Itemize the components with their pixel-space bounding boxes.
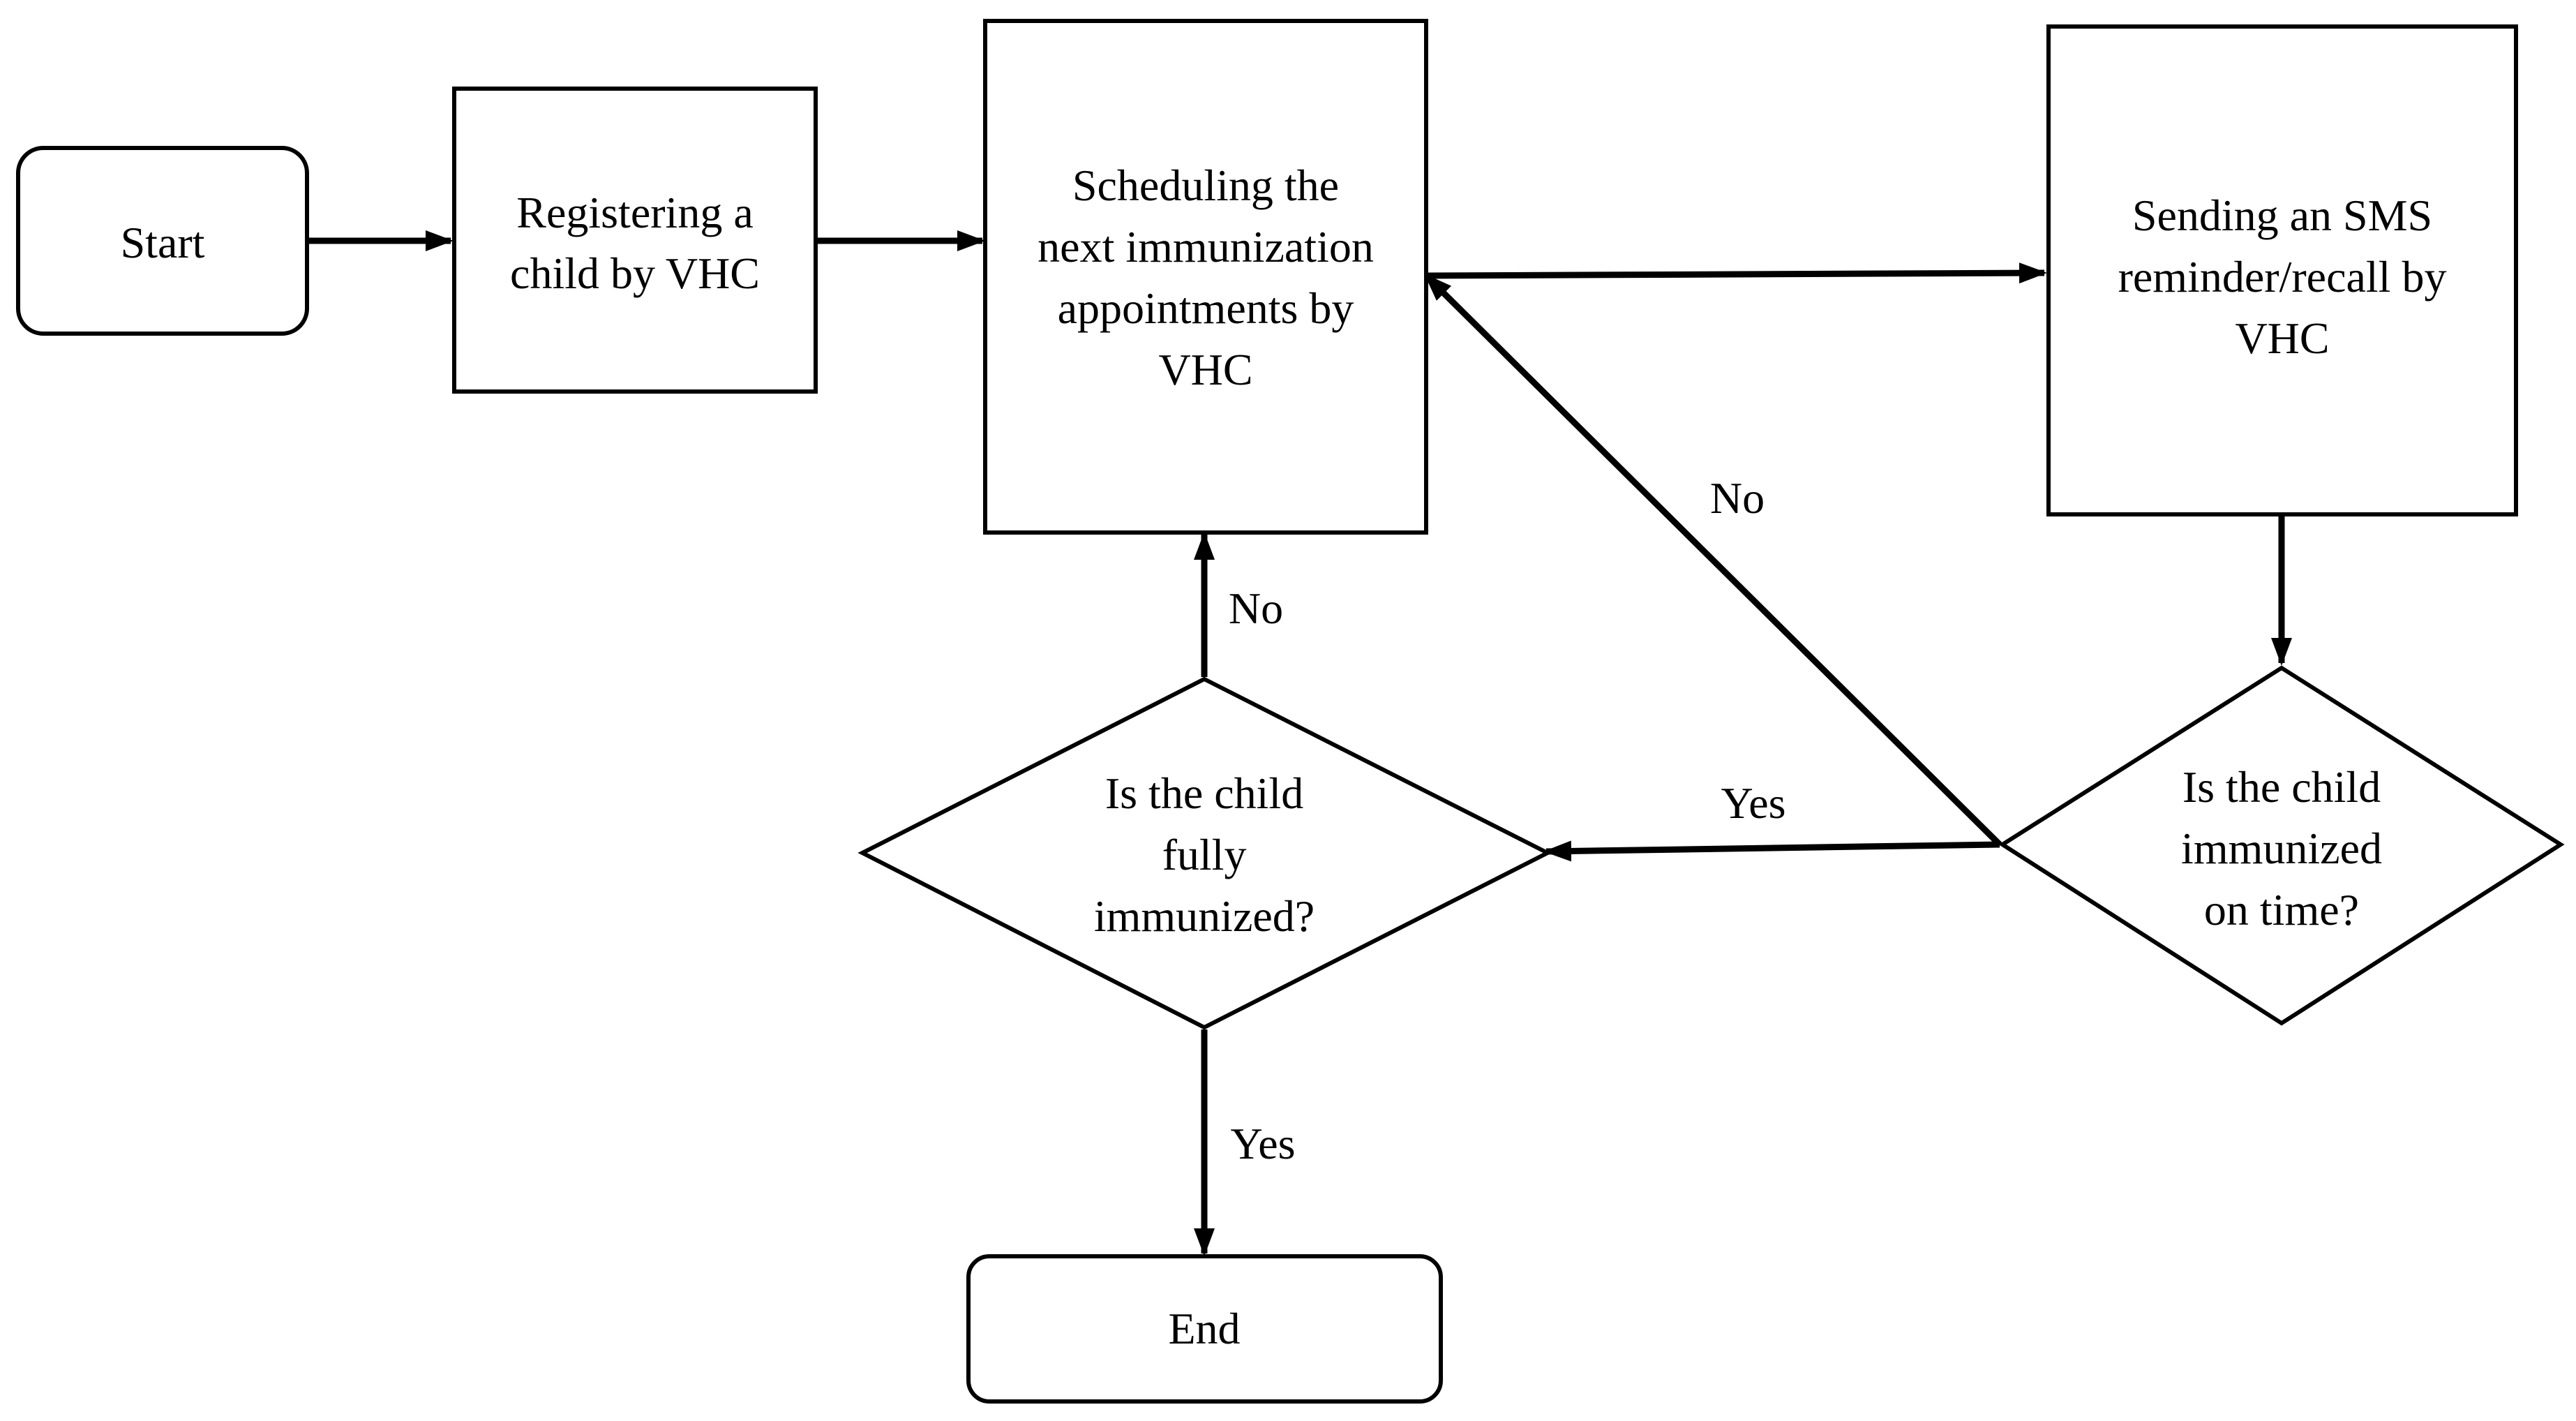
- start-label: Start: [121, 218, 205, 267]
- schedule-label-line-2: next immunization: [1038, 222, 1374, 271]
- register-child-node: Registering a child by VHC: [452, 87, 818, 394]
- send-sms-label-line-1: Sending an SMS: [2132, 191, 2432, 240]
- schedule-label-line-1: Scheduling the: [1072, 161, 1339, 210]
- schedule-label-line-4: VHC: [1158, 345, 1252, 394]
- register-child-label-line-1: Registering a: [516, 188, 753, 237]
- fully-immunized-decision: Is the child fully immunized?: [858, 676, 1552, 1030]
- start-node: Start: [16, 146, 309, 336]
- edge-on-time-no-to-schedule: [1423, 273, 2002, 847]
- send-sms-label-line-2: reminder/recall by: [2118, 252, 2447, 302]
- schedule-appointments-node: Scheduling the next immunization appoint…: [983, 19, 1428, 535]
- fully-no-label: No: [1229, 583, 1283, 633]
- fully-label-line-3: immunized?: [1094, 891, 1315, 941]
- edge-schedule-to-sms: [1425, 262, 2047, 284]
- fully-label-line-1: Is the child: [1105, 768, 1303, 818]
- fully-yes-label: Yes: [1230, 1119, 1295, 1168]
- schedule-label-line-3: appointments by: [1058, 283, 1354, 333]
- edge-on-time-yes-to-fully: [1543, 840, 2000, 862]
- fully-label-line-2: fully: [1162, 830, 1247, 879]
- on-time-no-label: No: [1710, 473, 1765, 523]
- on-time-yes-label: Yes: [1721, 778, 1785, 828]
- on-time-label-line-2: immunized: [2181, 824, 2382, 873]
- immunized-on-time-decision: Is the child immunized on time?: [1998, 665, 2565, 1026]
- end-label: End: [1168, 1304, 1240, 1353]
- send-sms-label-line-3: VHC: [2235, 313, 2329, 363]
- on-time-label-line-1: Is the child: [2182, 762, 2381, 812]
- send-sms-node: Sending an SMS reminder/recall by VHC: [2046, 24, 2518, 516]
- register-child-label-line-2: child by VHC: [510, 248, 760, 298]
- end-node: End: [966, 1254, 1443, 1404]
- on-time-label-line-3: on time?: [2204, 885, 2359, 935]
